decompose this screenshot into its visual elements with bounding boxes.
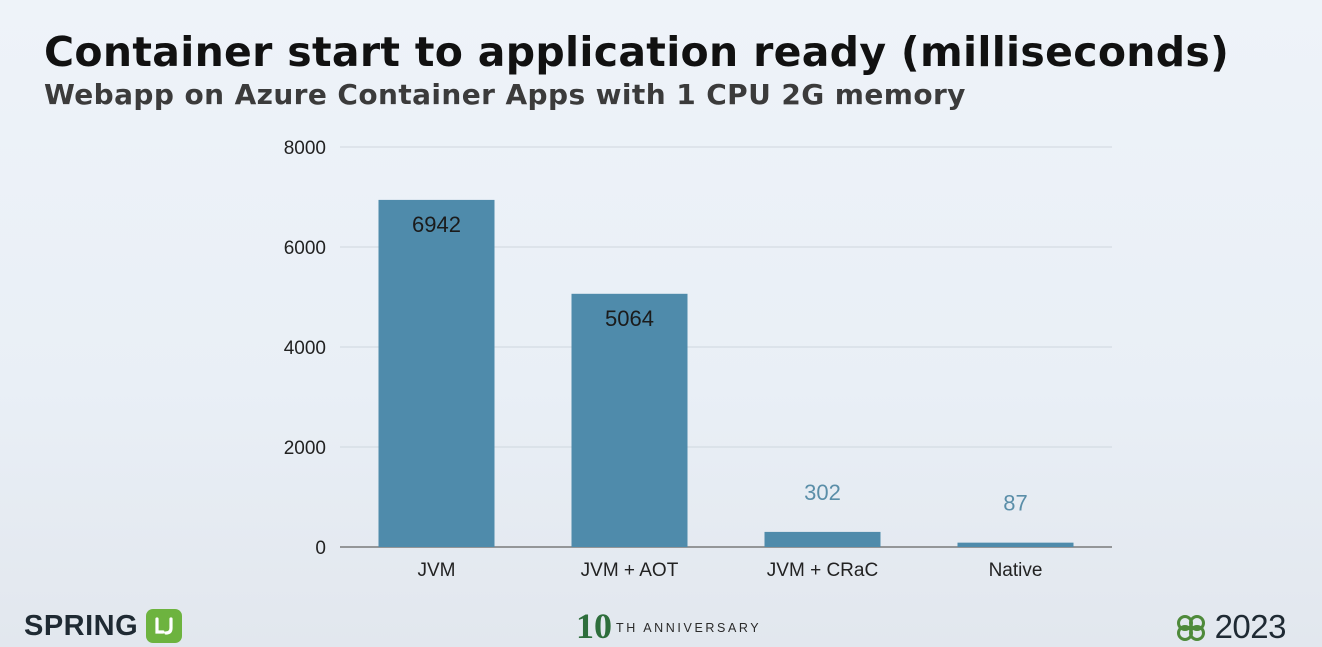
x-tick-label: JVM + CRaC <box>767 560 878 581</box>
slide-subtitle: Webapp on Azure Container Apps with 1 CP… <box>44 78 966 111</box>
y-tick-label: 8000 <box>284 138 326 159</box>
x-tick-label: JVM <box>418 560 456 581</box>
bar <box>957 542 1074 547</box>
anniversary-mark: 10 <box>576 606 612 646</box>
anniversary-logo: 10 TH ANNIVERSARY <box>576 608 761 644</box>
data-label: 5064 <box>605 306 654 331</box>
data-label: 6942 <box>412 212 461 237</box>
spring-logo: SPRING <box>24 608 183 644</box>
x-tick-label: Native <box>989 560 1043 581</box>
anniversary-text: TH ANNIVERSARY <box>616 621 762 635</box>
spring-wordmark: SPRING <box>24 609 139 642</box>
year-label: 2023 <box>1214 608 1287 645</box>
infinity-icon <box>1176 615 1205 641</box>
y-tick-label: 2000 <box>284 438 326 459</box>
bar <box>764 531 881 547</box>
slide-title: Container start to application ready (mi… <box>44 28 1230 76</box>
spring-leaf-icon <box>146 609 183 643</box>
bar <box>571 293 688 547</box>
event-year-logo: 2023 <box>1175 608 1287 646</box>
data-label: 302 <box>804 480 841 505</box>
y-tick-label: 6000 <box>284 238 326 259</box>
bar <box>378 199 495 547</box>
data-label: 87 <box>1003 491 1027 516</box>
y-tick-label: 0 <box>315 538 326 559</box>
y-tick-label: 4000 <box>284 338 326 359</box>
x-tick-label: JVM + AOT <box>581 560 679 581</box>
